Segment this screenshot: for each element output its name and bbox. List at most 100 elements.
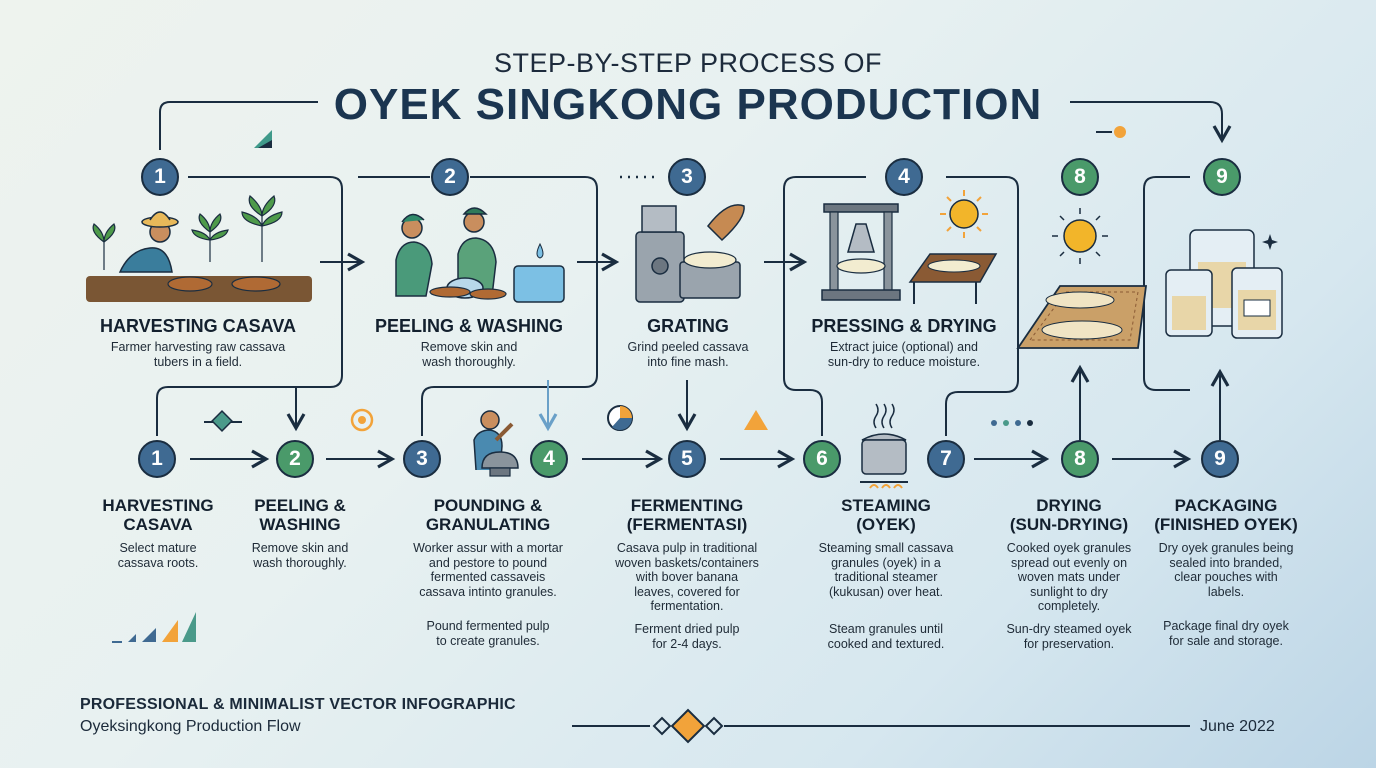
decor-diamond-icon	[204, 410, 242, 432]
step-2-title-line-1: PEELING &	[254, 496, 346, 515]
header-subtitle: STEP-BY-STEP PROCESS OF	[493, 48, 883, 78]
step-2-desc-line-2: wash thoroughly.	[253, 555, 347, 570]
step-9-desc-line-1: Dry oyek granules being	[1158, 541, 1294, 555]
step-8-desc-line-2: spread out evenly on	[1010, 555, 1128, 570]
step-2-title: PEELING & WASHING	[232, 496, 368, 534]
step-8-desc-line-1: Cooked oyek granules	[1006, 541, 1132, 555]
step-8-note-line-1: Sun-dry steamed oyek	[1006, 622, 1132, 636]
step-9-note-line-1: Package final dry oyek	[1163, 619, 1289, 633]
top-step-3-badge: 3	[668, 158, 706, 196]
top-step-2-desc-line-1: Remove skin and	[420, 340, 518, 354]
step-3-note-line-1: Pound fermented pulp	[426, 619, 550, 633]
top-step-4-desc: Extract juice (optional) and sun-dry to …	[796, 340, 1012, 369]
connector-9-left	[1143, 176, 1190, 391]
step-9-note-line-2: for sale and storage.	[1169, 633, 1283, 648]
drying-mat-illustration	[1016, 208, 1148, 349]
step-3-desc-line-3: fermented cassaveis	[430, 570, 546, 584]
decor-bars-icon	[112, 612, 196, 643]
step-5-desc-line-2: woven baskets/containers	[615, 555, 759, 570]
step-5-desc: Casava pulp in traditional woven baskets…	[600, 541, 774, 614]
step-2-title-line-2: WASHING	[259, 515, 341, 534]
step-2-desc-line-1: Remove skin and	[251, 541, 349, 555]
header-title: OYEK SINGKONG PRODUCTION	[333, 80, 1043, 129]
step-5-note: Ferment dried pulp for 2-4 days.	[600, 622, 774, 651]
step-8-desc: Cooked oyek granules spread out evenly o…	[992, 541, 1146, 614]
top-step-2-badge: 2	[431, 158, 469, 196]
top-step-4-desc-line-1: Extract juice (optional) and	[830, 340, 978, 354]
pounding-illustration	[473, 410, 519, 477]
step-3-desc: Worker assur with a mortar and pestore t…	[398, 541, 578, 599]
step-2-desc: Remove skin and wash thoroughly.	[232, 541, 368, 570]
connector-1-2	[156, 176, 343, 436]
step-6-title-line-2: (OYEK)	[856, 515, 916, 534]
decor-dots-icon	[991, 420, 1033, 426]
step-3-desc-line-2: and pestore to pound	[428, 555, 548, 570]
steamer-illustration	[860, 403, 908, 489]
step-1-desc-line-1: Select mature	[119, 541, 197, 555]
top-step-3-title: GRATING	[647, 316, 729, 336]
press-illustration	[821, 190, 998, 304]
step-1-title-line-2: CASAVA	[123, 515, 193, 534]
footer-tagline: PROFESSIONAL & MINIMALIST VECTOR INFOGRA…	[80, 696, 516, 713]
step-3-note-line-2: to create granules.	[436, 633, 540, 648]
footer-subtitle: Oyeksingkong Production Flow	[80, 718, 301, 735]
decor-target-icon	[350, 408, 374, 432]
step-9-desc-line-4: labels.	[1207, 584, 1245, 599]
step-5-note-line-1: Ferment dried pulp	[634, 622, 740, 636]
top-step-1-title: HARVESTING CASAVA	[99, 316, 297, 336]
step-3-title: POUNDING & GRANULATING	[398, 496, 578, 534]
step-8-badge: 8	[1061, 440, 1099, 478]
connector-4	[783, 176, 866, 436]
top-step-1-desc-line-2: tubers in a field.	[153, 354, 243, 369]
footer-ornament	[572, 708, 1190, 744]
top-step-2-desc-line-2: wash thoroughly.	[422, 354, 516, 369]
step-5-title: FERMENTING (FERMENTASI)	[604, 496, 770, 534]
step-6-desc-line-1: Steaming small cassava	[818, 541, 954, 555]
step-1-desc: Select mature cassava roots.	[88, 541, 228, 570]
step-3-title-line-2: GRANULATING	[425, 515, 551, 534]
step-5-desc-line-3: with bover banana	[635, 570, 739, 584]
step-9-title-line-2: (FINISHED OYEK)	[1154, 515, 1298, 534]
connector-2-3	[421, 176, 598, 436]
step-1-badge: 1	[138, 440, 176, 478]
top-step-2-desc: Remove skin and wash thoroughly.	[352, 340, 586, 369]
step-1-title-line-1: HARVESTING	[102, 496, 214, 515]
step-8-desc-line-3: woven mats under	[1017, 570, 1121, 584]
step-6-desc-line-3: traditional steamer	[834, 570, 938, 584]
step-8-note: Sun-dry steamed oyek for preservation.	[992, 622, 1146, 651]
peeling-illustration	[395, 207, 565, 303]
step-9-desc-line-2: sealed into branded,	[1169, 555, 1283, 570]
harvest-illustration	[86, 195, 312, 302]
top-step-3-desc-line-2: into fine mash.	[647, 354, 729, 369]
step-8-title-line-1: DRYING	[1036, 496, 1102, 515]
step-6-note: Steam granules until cooked and textured…	[802, 622, 970, 651]
footer-date: June 2022	[1200, 718, 1275, 735]
top-step-3-desc: Grind peeled cassava into fine mash.	[600, 340, 776, 369]
step-1-title: HARVESTING CASAVA	[88, 496, 228, 534]
packaging-illustration	[1165, 229, 1283, 339]
step-1-desc-line-2: cassava roots.	[117, 555, 199, 570]
step-5-desc-line-1: Casava pulp in traditional	[616, 541, 758, 555]
step-9-desc-line-3: clear pouches with	[1174, 570, 1278, 584]
top-step-2-title: PEELING & WASHING	[374, 316, 563, 336]
step-8-desc-line-4: sunlight to dry	[1030, 584, 1108, 599]
top-step-4-title: PRESSING & DRYING	[811, 316, 997, 336]
connector-4-right	[945, 176, 1019, 436]
step-9-badge: 9	[1201, 440, 1239, 478]
step-9-title: PACKAGING (FINISHED OYEK)	[1144, 496, 1308, 534]
step-5-desc-line-5: fermentation.	[650, 599, 724, 613]
step-8-note-line-2: for preservation.	[1023, 636, 1115, 651]
step-3-note: Pound fermented pulp to create granules.	[398, 619, 578, 648]
step-3-badge: 3	[403, 440, 441, 478]
top-step-4-badge: 4	[885, 158, 923, 196]
decor-warning-triangle-icon	[744, 410, 768, 430]
step-3-desc-line-4: cassava intinto granules.	[419, 584, 557, 599]
title-connector-right	[1070, 101, 1232, 144]
top-step-1-desc: Farmer harvesting raw cassava tubers in …	[78, 340, 318, 369]
step-8-title-line-2: (SUN-DRYING)	[1009, 515, 1129, 534]
decor-pie-icon	[607, 405, 633, 431]
step-5-note-line-2: for 2-4 days.	[652, 636, 722, 651]
decor-triangle-icon	[254, 130, 272, 148]
